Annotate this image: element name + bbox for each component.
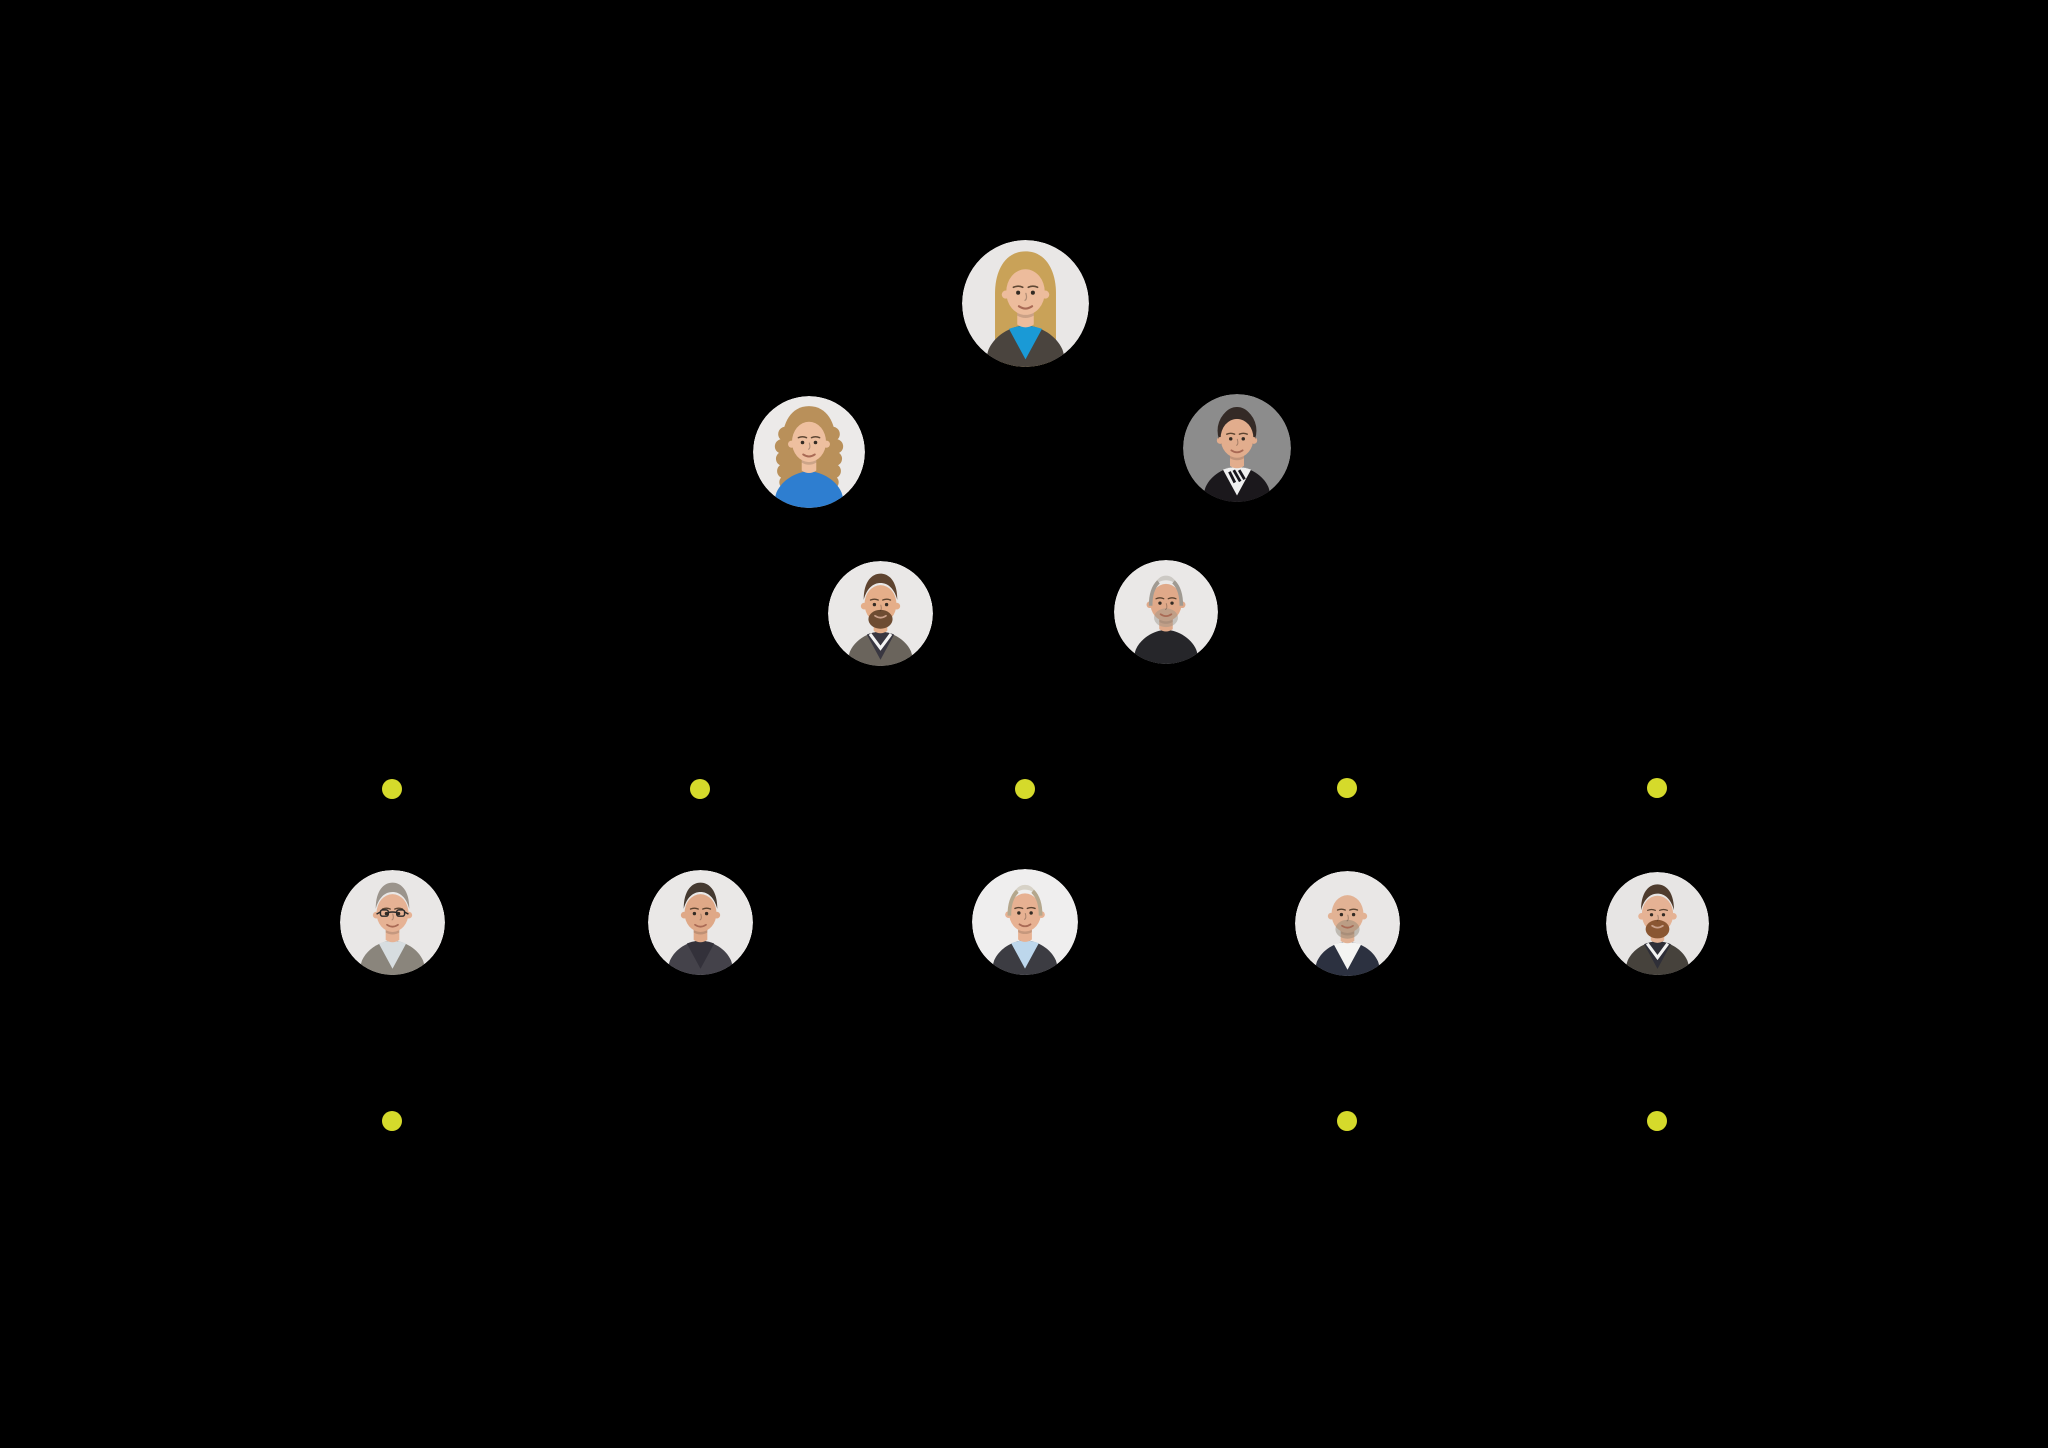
portrait-row3-right[interactable] <box>1114 560 1218 664</box>
bullet-dot-upper-row-4 <box>1337 778 1357 798</box>
avatar-photo <box>1114 560 1218 664</box>
portrait-row4-2[interactable] <box>647 869 753 975</box>
face <box>1220 418 1254 458</box>
bullet-dot-upper-row-5 <box>1647 778 1667 798</box>
portrait-row4-3[interactable] <box>972 869 1078 975</box>
portrait-row1-center[interactable] <box>961 239 1089 367</box>
avatar-photo <box>647 869 753 975</box>
avatar-photo <box>961 239 1089 367</box>
face <box>1008 893 1042 932</box>
jacket <box>1133 629 1199 664</box>
avatar-photo <box>339 869 445 975</box>
portrait-row4-5[interactable] <box>1605 871 1709 975</box>
shirt <box>1333 941 1361 970</box>
avatar-photo <box>827 560 933 666</box>
bullet-dot-lower-row-6 <box>382 1111 402 1131</box>
face <box>1331 894 1363 933</box>
avatar-photo <box>1183 394 1291 502</box>
avatar-photo <box>972 869 1078 975</box>
portrait-row2-right[interactable] <box>1183 394 1291 502</box>
face <box>791 421 827 463</box>
avatar-photo <box>1294 870 1400 976</box>
portrait-row4-4[interactable] <box>1294 870 1400 976</box>
avatar-photo <box>753 396 865 508</box>
shirt <box>686 940 714 969</box>
bullet-dot-lower-row-8 <box>1647 1111 1667 1131</box>
bullet-dot-upper-row-2 <box>690 779 710 799</box>
face <box>1150 583 1182 622</box>
face <box>684 893 716 932</box>
face <box>1005 268 1045 315</box>
bullet-dot-upper-row-1 <box>382 779 402 799</box>
shirt <box>1008 325 1042 359</box>
jacket <box>774 471 844 508</box>
face <box>376 893 408 932</box>
shirt <box>378 940 406 969</box>
portrait-row4-1[interactable] <box>339 869 445 975</box>
bullet-dot-upper-row-3 <box>1015 779 1035 799</box>
avatar-photo <box>1605 871 1709 975</box>
bullet-dot-lower-row-7 <box>1337 1111 1357 1131</box>
portrait-row2-left[interactable] <box>753 396 865 508</box>
portrait-row3-left[interactable] <box>827 560 933 666</box>
shirt <box>1011 940 1039 969</box>
glasses <box>375 908 409 917</box>
